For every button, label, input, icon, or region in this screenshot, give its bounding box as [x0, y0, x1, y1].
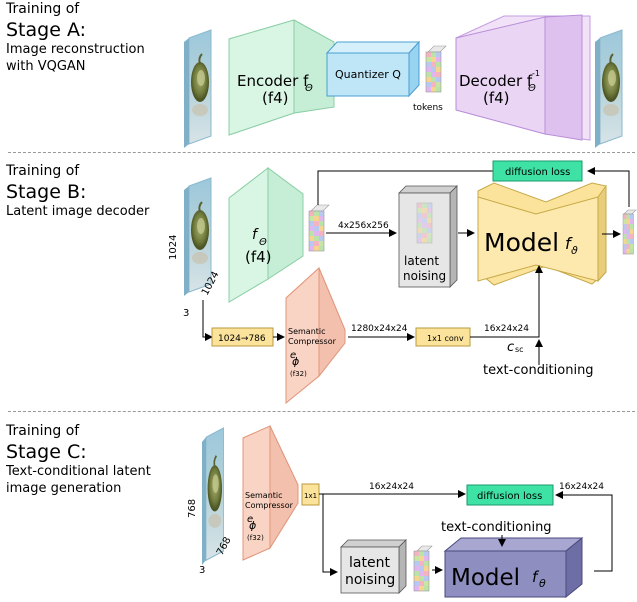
stage-a-desc-1: Image reconstruction — [6, 42, 145, 58]
stage-c-model: Model f θ — [443, 536, 584, 599]
stage-b-semantic-compressor: Semantic Compressor e ϕ (f32) — [285, 266, 346, 405]
stage-b-image-height: 1024 — [168, 235, 179, 260]
stage-a-encoder-sub: Θ — [305, 83, 313, 94]
stage-b-output-tokens — [622, 209, 637, 255]
stage-a-decoder-label: Decoder f — [459, 72, 533, 90]
stage-b-csc-sub: sc — [515, 345, 524, 354]
stage-b-encoder: f Θ (f4) — [228, 166, 304, 303]
stage-b-model-sub: ϑ — [571, 244, 578, 257]
stage-b-diffusion-loss: diffusion loss — [492, 160, 583, 182]
stage-c-diagram: 768 768 3 Semantic Compressor e ϕ (f32) … — [187, 425, 613, 599]
stage-c-desc-1: Text-conditional latent — [6, 464, 151, 480]
stage-b-semantic-dims: 1280x24x24 — [351, 324, 408, 334]
stage-b-encoder-label: f — [252, 227, 259, 243]
stage-a-heading: Training of — [6, 1, 80, 17]
stage-c-noising-label-2: noising — [345, 572, 395, 588]
stage-a-label: Training of Stage A: Image reconstructio… — [6, 1, 145, 75]
stage-c-label: Training of Stage C: Text-conditional la… — [6, 423, 151, 497]
stage-b-noising-label-1: latent — [404, 254, 439, 268]
stage-b-cond-dims: 16x24x24 — [484, 324, 529, 334]
stage-b-desc-1: Latent image decoder — [6, 204, 150, 220]
stage-b-csc-c: c — [507, 340, 514, 355]
stage-b-loss-label: diffusion loss — [505, 167, 570, 178]
stage-b-loss-line-left — [317, 170, 493, 205]
stage-b-noising-label-2: noising — [403, 269, 446, 283]
stage-b-encoder-sub: Θ — [259, 237, 267, 248]
stage-b-title: Stage B: — [6, 180, 87, 203]
stage-c-loss-label: diffusion loss — [477, 491, 542, 502]
stage-b-conv-label: 1x1 conv — [427, 334, 464, 343]
stage-b-resize-box: 1024→786 — [211, 327, 274, 347]
stage-c-dims-right: 16x24x24 — [559, 482, 604, 492]
stage-a-decoder-scale: (f4) — [483, 89, 510, 107]
stage-c-image-height: 768 — [187, 499, 198, 518]
stage-c-compressor-e: e — [247, 514, 253, 525]
stage-b-label: Training of Stage B: Latent image decode… — [6, 163, 149, 221]
stage-c-arrow-to-noising — [322, 494, 338, 576]
stage-c-dims-left: 16x24x24 — [369, 482, 414, 492]
stage-b-latent-dims: 4x256x256 — [338, 221, 389, 231]
stage-c-latent-noising: latent noising — [340, 539, 407, 594]
stage-c-model-sub: θ — [539, 577, 546, 590]
stage-a-decoder: Decoder f Θ -1 (f4) — [455, 14, 591, 141]
stage-c-diffusion-loss: diffusion loss — [466, 484, 554, 506]
divider-a-b — [8, 152, 635, 153]
stage-c-arrow-model-to-loss — [555, 491, 613, 572]
stage-a-output-image — [594, 29, 623, 149]
stage-b-latent-tokens — [308, 204, 330, 252]
stage-a-decoder-sup: -1 — [532, 69, 540, 78]
stage-c-compressor-1: Semantic — [245, 491, 283, 500]
stage-c-model-f: f — [532, 568, 540, 586]
stage-a-diagram: Encoder f Θ (f4) Quantizer Q tokens Deco… — [183, 14, 623, 149]
stage-c-text-cond: text-conditioning — [441, 520, 552, 535]
stage-a-title: Stage A: — [6, 18, 87, 41]
stage-b-model: Model f ϑ — [477, 182, 607, 286]
stage-b-arrow-to-resize — [202, 300, 213, 341]
stage-b-heading: Training of — [6, 163, 80, 179]
stage-b-latent-noising: latent noising — [398, 185, 458, 288]
stage-a-quantizer: Quantizer Q — [325, 40, 421, 98]
stage-b-compressor-scale: (f32) — [290, 370, 307, 378]
stage-b-compressor-2: Compressor — [288, 337, 337, 346]
stage-c-model-label: Model — [451, 565, 520, 591]
divider-b-c — [8, 411, 635, 412]
stage-a-quantizer-label: Quantizer Q — [335, 68, 401, 81]
stage-c-compressor-sub: ϕ — [249, 519, 256, 532]
stage-b-compressor-1: Semantic — [288, 327, 326, 336]
stage-b-arrow-cond-to-model — [470, 265, 543, 338]
stage-b-model-label: Model — [484, 228, 559, 257]
stage-c-heading: Training of — [6, 423, 80, 439]
stage-b-conv-box: 1x1 conv — [415, 327, 471, 347]
stage-b-image-channels: 3 — [183, 308, 189, 319]
stage-b-loss-line-right — [587, 167, 630, 207]
stage-a-tokens: tokens — [413, 45, 447, 113]
stage-b-compressor-sub: ϕ — [292, 355, 299, 368]
stage-a-input-image — [183, 29, 212, 149]
stage-c-noising-label-1: latent — [349, 555, 390, 571]
stage-c-image-channels: 3 — [199, 565, 205, 576]
stage-b-compressor-e: e — [290, 350, 296, 361]
stage-c-desc-2: image generation — [6, 480, 122, 496]
stage-c-compressor-scale: (f32) — [247, 534, 264, 542]
stage-c-compressor-2: Compressor — [245, 501, 294, 510]
stage-c-latent-tokens — [413, 545, 433, 592]
stage-a-encoder-label: Encoder f — [237, 72, 309, 90]
stage-c-conv-box: 1x1 — [301, 483, 320, 506]
stage-a-tokens-label: tokens — [413, 103, 443, 113]
stage-c-conv-label: 1x1 — [304, 492, 317, 500]
stage-c-title: Stage C: — [6, 440, 87, 463]
stage-b-resize-label: 1024→786 — [218, 334, 266, 344]
stage-b-encoder-scale: (f4) — [245, 248, 272, 266]
stage-c-semantic-compressor: Semantic Compressor e ϕ (f32) — [242, 425, 299, 561]
stage-b-text-cond: text-conditioning — [483, 363, 594, 378]
stage-a-encoder: Encoder f Θ (f4) — [228, 19, 335, 136]
stage-a-encoder-scale: (f4) — [262, 89, 289, 107]
stage-a-decoder-sub: Θ — [528, 83, 536, 94]
stage-b-diagram: 1024 1024 3 f Θ (f4) diffusion loss 4x25… — [168, 160, 637, 405]
stage-b-model-f: f — [565, 234, 573, 253]
stage-a-desc-2: with VQGAN — [6, 58, 86, 74]
